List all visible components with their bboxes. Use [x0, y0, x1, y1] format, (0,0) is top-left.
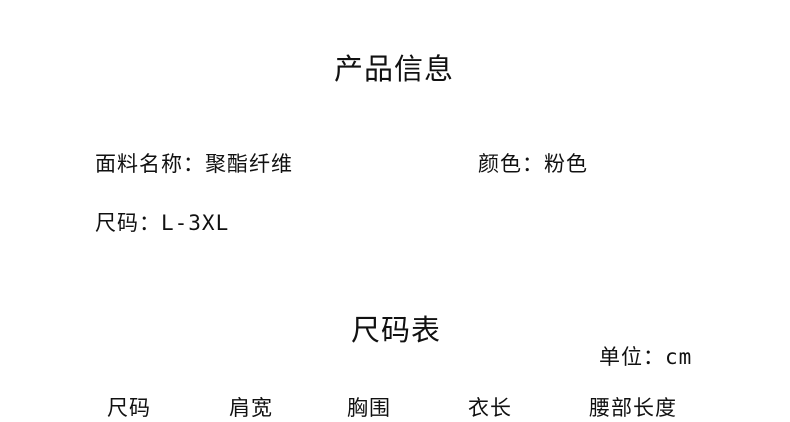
size-value: L-3XL — [161, 211, 230, 235]
color-field: 颜色：粉色 — [478, 148, 588, 178]
header-bust: 胸围 — [347, 396, 391, 420]
color-value: 粉色 — [544, 152, 588, 176]
size-label: 尺码： — [95, 211, 161, 235]
header-waist: 腰部长度 — [589, 396, 677, 420]
header-size: 尺码 — [107, 396, 151, 420]
fabric-field: 面料名称：聚酯纤维 — [95, 148, 293, 178]
fabric-value: 聚酯纤维 — [205, 152, 293, 176]
unit-label: 单位： — [599, 345, 665, 369]
size-chart-title: 尺码表 — [351, 313, 442, 347]
header-length: 衣长 — [468, 396, 512, 420]
unit-value: cm — [665, 345, 693, 369]
product-info-title: 产品信息 — [334, 52, 455, 86]
header-shoulder: 肩宽 — [229, 396, 273, 420]
size-chart-header-row: 尺码 肩宽 胸围 衣长 腰部长度 — [0, 392, 790, 422]
color-label: 颜色： — [478, 152, 544, 176]
size-field: 尺码：L-3XL — [95, 207, 229, 237]
unit-field: 单位：cm — [599, 341, 692, 371]
fabric-label: 面料名称： — [95, 152, 205, 176]
